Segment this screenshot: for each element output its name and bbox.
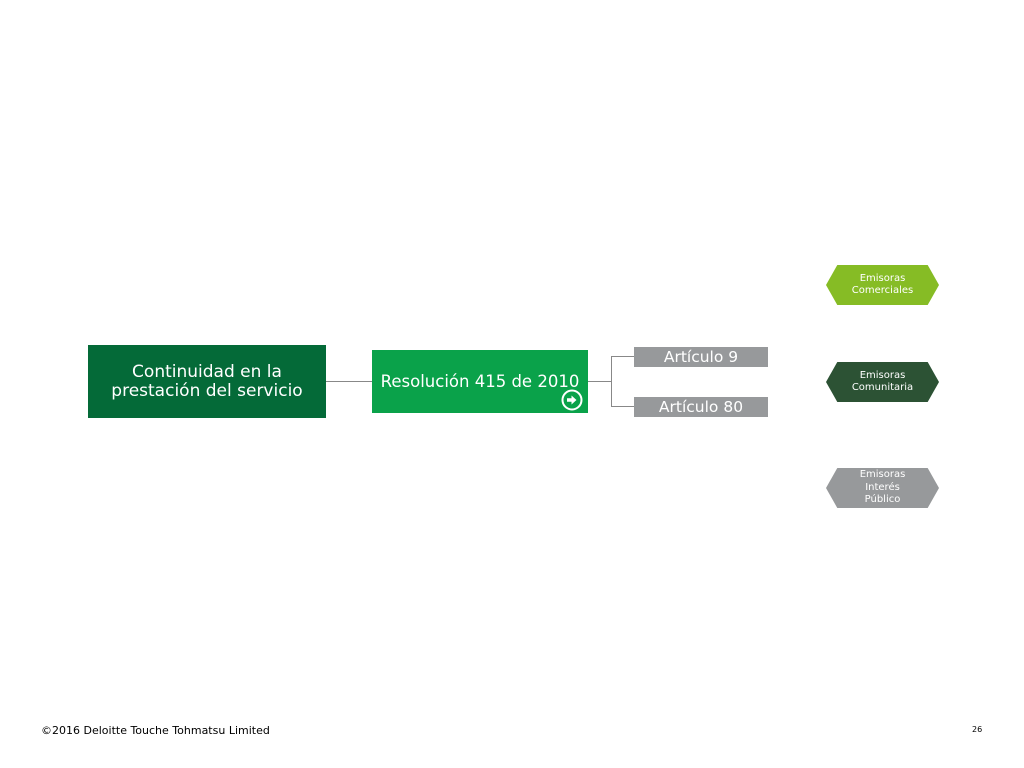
resolution-box[interactable]: Resolución 415 de 2010: [372, 350, 588, 413]
article-80-box: Artículo 80: [634, 397, 768, 417]
emisoras-interes-publico-button[interactable]: Emisoras Interés Público: [826, 468, 939, 508]
main-topic-label: Continuidad en la prestación del servici…: [111, 361, 303, 401]
footer-copyright: ©2016 Deloitte Touche Tohmatsu Limited: [41, 724, 270, 737]
emisoras-comunitaria-button[interactable]: Emisoras Comunitaria: [826, 362, 939, 402]
arrow-right-circle-icon[interactable]: [561, 389, 583, 411]
emisoras-comerciales-button[interactable]: Emisoras Comerciales: [826, 265, 939, 305]
main-topic-box: Continuidad en la prestación del servici…: [88, 345, 326, 418]
article-9-label: Artículo 9: [663, 348, 739, 366]
emisoras-comerciales-label: Emisoras Comerciales: [851, 272, 914, 297]
article-9-box: Artículo 9: [634, 347, 768, 367]
page-number: 26: [972, 725, 983, 734]
resolution-label: Resolución 415 de 2010: [380, 372, 580, 391]
emisoras-comunitaria-label: Emisoras Comunitaria: [851, 369, 914, 394]
connector-bracket-top: [611, 356, 634, 357]
connector-resolution-stub: [588, 381, 611, 382]
connector-bracket-vertical: [611, 356, 612, 407]
connector-main-to-resolution: [326, 381, 372, 382]
article-80-label: Artículo 80: [658, 398, 744, 416]
connector-bracket-bottom: [611, 406, 634, 407]
emisoras-interes-publico-label: Emisoras Interés Público: [859, 469, 906, 506]
